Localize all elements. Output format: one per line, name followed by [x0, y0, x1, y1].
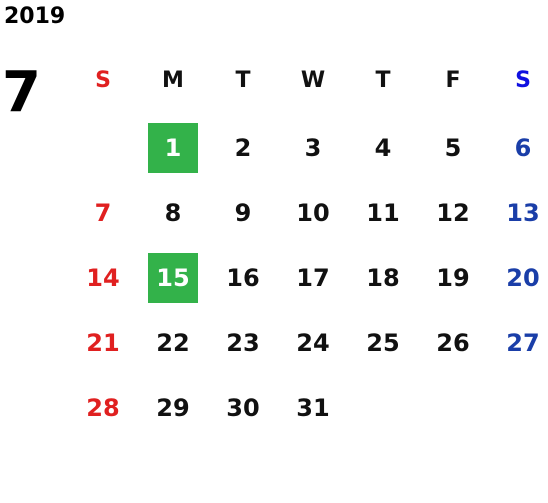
weekday-friday: F: [445, 68, 461, 93]
day-cell-empty: [348, 385, 418, 430]
day-number: 10: [296, 198, 330, 227]
day-number: 21: [86, 328, 120, 357]
day-number: [428, 383, 478, 433]
week-row-5: 28 29 30 31: [68, 385, 548, 430]
day-cell[interactable]: 5: [418, 125, 488, 170]
day-cell[interactable]: 2: [208, 125, 278, 170]
day-number: 25: [366, 328, 400, 357]
day-cell[interactable]: 27: [488, 320, 548, 365]
day-number: 14: [86, 263, 120, 292]
week-row-4: 21 22 23 24 25 26 27: [68, 320, 548, 365]
weekday-thursday: T: [375, 68, 391, 93]
day-number: 12: [436, 198, 470, 227]
day-cell[interactable]: 8: [138, 190, 208, 235]
day-number: 5: [444, 133, 462, 162]
day-number: 30: [226, 393, 260, 422]
day-number: [498, 383, 548, 433]
day-cell[interactable]: 21: [68, 320, 138, 365]
day-number: 2: [234, 133, 252, 162]
day-cell[interactable]: [68, 125, 138, 170]
weekday-monday: M: [162, 68, 184, 93]
day-cell[interactable]: 28: [68, 385, 138, 430]
day-cell[interactable]: 24: [278, 320, 348, 365]
day-cell[interactable]: 30: [208, 385, 278, 430]
day-cell-highlighted[interactable]: 15: [138, 252, 208, 303]
day-number: 15: [148, 252, 198, 303]
day-number: 29: [156, 393, 190, 422]
day-number: 4: [374, 133, 392, 162]
day-cell-highlighted[interactable]: 1: [138, 122, 208, 173]
calendar-grid: S M T W T F S 1 2 3 4 5 6 7 8 9 10 11 12…: [68, 58, 548, 450]
day-cell[interactable]: 19: [418, 255, 488, 300]
day-number: 24: [296, 328, 330, 357]
day-cell[interactable]: 25: [348, 320, 418, 365]
day-number: 11: [366, 198, 400, 227]
day-number: 13: [506, 198, 540, 227]
day-number: 6: [514, 133, 532, 162]
day-number: 7: [94, 198, 112, 227]
day-cell[interactable]: 13: [488, 190, 548, 235]
day-cell[interactable]: 4: [348, 125, 418, 170]
day-number: 22: [156, 328, 190, 357]
day-number: 23: [226, 328, 260, 357]
day-cell[interactable]: 11: [348, 190, 418, 235]
day-number: 31: [296, 393, 330, 422]
day-cell[interactable]: 22: [138, 320, 208, 365]
day-cell-empty: [488, 385, 548, 430]
month-number: 7: [2, 60, 41, 125]
day-cell[interactable]: 17: [278, 255, 348, 300]
day-cell[interactable]: 10: [278, 190, 348, 235]
day-cell[interactable]: 14: [68, 255, 138, 300]
week-row-2: 7 8 9 10 11 12 13: [68, 190, 548, 235]
day-number: 9: [234, 198, 252, 227]
weekday-wednesday: W: [300, 68, 326, 93]
day-cell[interactable]: 23: [208, 320, 278, 365]
year-label: 2019: [4, 4, 66, 29]
day-number: 17: [296, 263, 330, 292]
weekday-tuesday: T: [235, 68, 251, 93]
day-cell[interactable]: 29: [138, 385, 208, 430]
day-cell[interactable]: 31: [278, 385, 348, 430]
day-cell[interactable]: 3: [278, 125, 348, 170]
day-number: 20: [506, 263, 540, 292]
day-number: 3: [304, 133, 322, 162]
weekday-saturday: S: [515, 68, 531, 93]
week-row-3: 14 15 16 17 18 19 20: [68, 252, 548, 303]
day-number: 1: [148, 122, 198, 173]
day-number: 18: [366, 263, 400, 292]
day-cell[interactable]: 6: [488, 125, 548, 170]
day-cell-empty: [418, 385, 488, 430]
day-number: 16: [226, 263, 260, 292]
day-cell[interactable]: 7: [68, 190, 138, 235]
weekday-header-row: S M T W T F S: [68, 58, 548, 103]
day-cell[interactable]: 18: [348, 255, 418, 300]
day-number: [78, 123, 128, 173]
day-number: 27: [506, 328, 540, 357]
day-cell[interactable]: 9: [208, 190, 278, 235]
weekday-sunday: S: [95, 68, 111, 93]
day-cell[interactable]: 20: [488, 255, 548, 300]
day-number: 28: [86, 393, 120, 422]
day-number: 8: [164, 198, 182, 227]
day-cell[interactable]: 12: [418, 190, 488, 235]
day-cell[interactable]: 16: [208, 255, 278, 300]
day-cell[interactable]: 26: [418, 320, 488, 365]
day-number: 26: [436, 328, 470, 357]
day-number: [358, 383, 408, 433]
day-number: 19: [436, 263, 470, 292]
week-row-1: 1 2 3 4 5 6: [68, 122, 548, 173]
